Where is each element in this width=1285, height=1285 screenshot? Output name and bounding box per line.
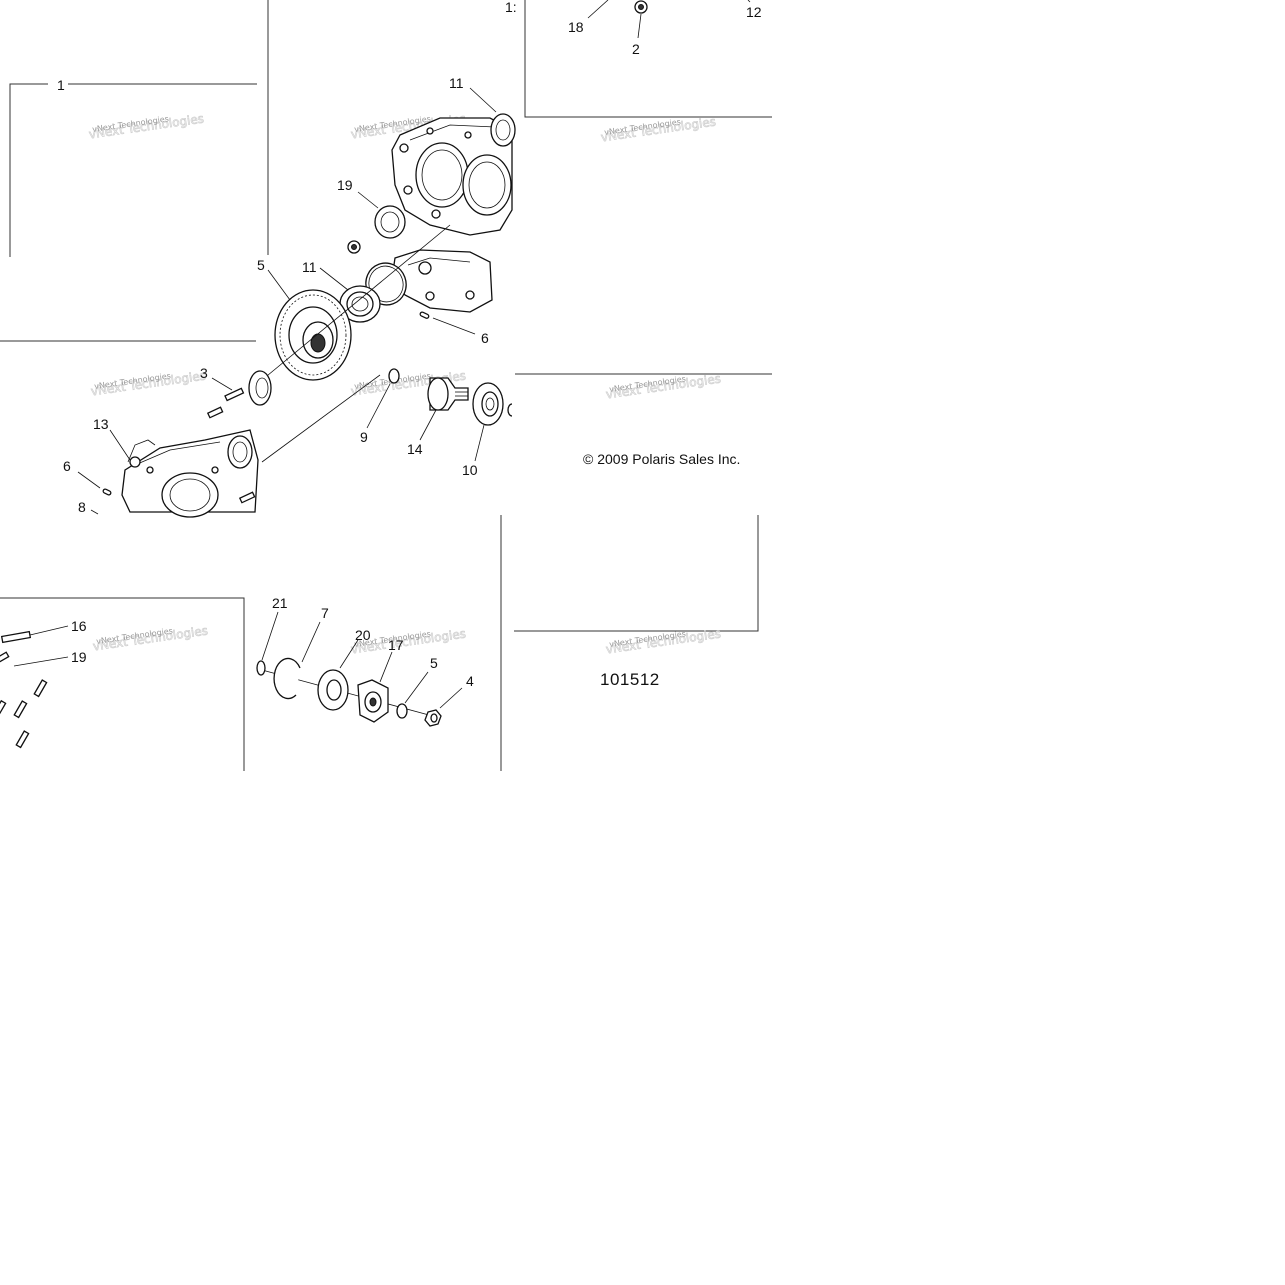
gearcase-housing-lower — [391, 249, 493, 313]
copyright-notice: © 2009 Polaris Sales Inc. — [583, 451, 740, 467]
seal-part-20 — [317, 669, 349, 711]
callout-13: 13 — [93, 416, 109, 432]
upper-housing-assembly: 11 19 5 11 6 1 — [57, 75, 516, 463]
ring-gear-part-5 — [274, 289, 352, 381]
pinion-shaft-row: 9 14 10 — [360, 368, 513, 478]
flange-part-17 — [357, 679, 389, 723]
gearcase-housing-left — [121, 429, 259, 518]
nut-small-upper — [347, 240, 361, 254]
callout-3: 3 — [200, 365, 208, 381]
callout-1: 1 — [57, 77, 65, 93]
seal-left-upper — [248, 370, 272, 406]
callout-16: 16 — [71, 618, 87, 634]
snap-ring-part-7 — [273, 657, 301, 700]
callout-6-upper: 6 — [481, 330, 489, 346]
callout-20: 20 — [355, 627, 371, 643]
callout-12: 12 — [746, 4, 762, 20]
callout-11-top: 11 — [449, 75, 464, 91]
callout-5-washer: 5 — [430, 655, 438, 671]
callout-19-lower: 19 — [71, 649, 87, 665]
nut-part-4 — [424, 709, 442, 727]
left-lower-housing: 3 13 6 8 — [63, 365, 272, 518]
gearcase-housing-upper — [391, 117, 513, 236]
bolt-part-19-set — [0, 651, 48, 749]
bottom-left-panel: 16 19 — [0, 618, 87, 749]
seal-part-11-top — [490, 113, 516, 147]
seal-part-19 — [374, 205, 406, 239]
washer-part-5 — [396, 703, 408, 719]
callout-15: 1: — [505, 0, 517, 15]
callout-19-upper: 19 — [337, 177, 353, 193]
bolt-part-16 — [0, 630, 32, 644]
top-right-panel: 18 2 12 1: — [505, 0, 762, 57]
seal-left-lower — [227, 435, 253, 469]
callout-10: 10 — [462, 462, 478, 478]
nut-part-2 — [634, 0, 648, 14]
figure-number: 101512 — [600, 670, 660, 689]
callout-14: 14 — [407, 441, 423, 457]
callout-7: 7 — [321, 605, 329, 621]
spacer-part-9 — [388, 368, 400, 384]
bearing-part-10 — [472, 382, 504, 426]
callout-5-gear: 5 — [257, 257, 265, 273]
panel-frames — [0, 0, 772, 771]
callout-9: 9 — [360, 429, 368, 445]
bolt-part-3 — [206, 387, 256, 504]
callout-21: 21 — [272, 595, 288, 611]
bottom-middle-panel: 21 7 20 17 5 4 — [256, 595, 474, 727]
ring-part-21 — [256, 660, 266, 676]
callout-4: 4 — [466, 673, 474, 689]
callout-17: 17 — [388, 637, 404, 653]
callout-8: 8 — [78, 499, 86, 515]
dowel-pin-part-6 — [419, 311, 430, 319]
bearing-part-11 — [339, 285, 381, 323]
callout-2: 2 — [632, 41, 640, 57]
callout-11-bearing: 11 — [302, 259, 317, 275]
callout-6-lower: 6 — [63, 458, 71, 474]
callout-18: 18 — [568, 19, 584, 35]
